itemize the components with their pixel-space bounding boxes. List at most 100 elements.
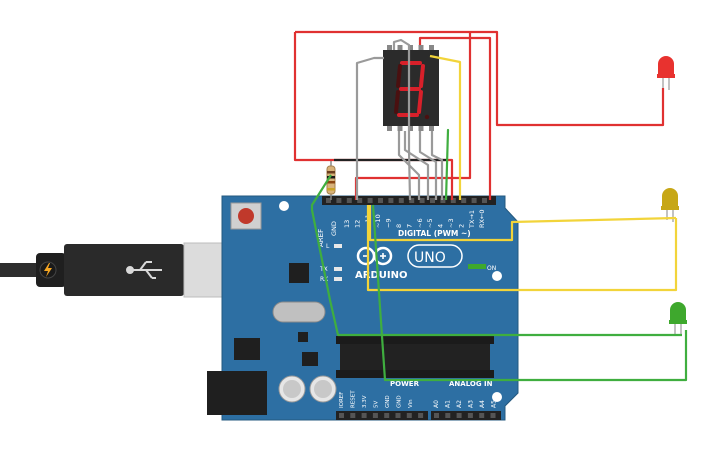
pin-hole[interactable] — [361, 413, 367, 418]
led-red[interactable] — [657, 56, 675, 90]
pin-hole[interactable] — [350, 413, 356, 418]
mounting-hole — [279, 201, 289, 211]
wire-yellow[interactable] — [368, 205, 677, 242]
leds-layer — [657, 56, 687, 336]
pin-hole[interactable] — [445, 413, 451, 418]
analog-pin-label: A0 — [433, 400, 440, 408]
display-pin[interactable] — [387, 126, 392, 131]
power-jack[interactable] — [207, 371, 267, 415]
pin-hole[interactable] — [419, 198, 425, 203]
wire-gray[interactable] — [397, 131, 421, 200]
pin-hole[interactable] — [336, 198, 342, 203]
pin-hole[interactable] — [482, 198, 487, 203]
digital-pin-label: RX←0 — [478, 209, 486, 228]
wire-gray[interactable] — [430, 131, 444, 200]
wire-green[interactable] — [444, 128, 450, 201]
pin-hole[interactable] — [430, 198, 435, 203]
pin-hole[interactable] — [339, 413, 344, 418]
pin-hole[interactable] — [398, 198, 404, 203]
analog-pin-label: A1 — [445, 400, 452, 408]
uno-badge — [407, 244, 463, 268]
resistor[interactable] — [326, 160, 336, 200]
model-text: UNO — [414, 250, 446, 266]
pin-hole[interactable] — [479, 413, 485, 418]
pin-hole[interactable] — [357, 198, 363, 203]
led-base — [657, 74, 675, 78]
led-dome — [662, 188, 678, 206]
usb-cable[interactable] — [0, 242, 245, 298]
small-chip — [302, 352, 318, 366]
pin-hole[interactable] — [418, 413, 424, 418]
display-pin[interactable] — [429, 45, 434, 50]
crystal-oscillator — [272, 301, 326, 323]
seven-segment-display[interactable] — [383, 45, 439, 131]
wire-gray[interactable] — [392, 38, 412, 201]
wire-yellow[interactable] — [429, 54, 462, 200]
wire-green[interactable] — [371, 204, 688, 382]
lightning-icon[interactable] — [39, 261, 57, 279]
analog-pin-label: A4 — [479, 400, 486, 408]
display-pin[interactable] — [397, 126, 403, 131]
display-pin[interactable] — [418, 126, 424, 131]
wire-yellow[interactable] — [366, 205, 678, 292]
segment-c — [417, 90, 423, 114]
wires-layer — [293, 30, 688, 382]
pin-hole[interactable] — [384, 413, 390, 418]
power-pin-label: GND — [397, 395, 403, 408]
led-green[interactable] — [669, 302, 687, 336]
pin-hole[interactable] — [395, 413, 401, 418]
led-base — [669, 320, 687, 324]
pin-hole[interactable] — [471, 198, 477, 203]
gnd-label: GND — [330, 221, 338, 236]
brand-text: ARDUINO — [355, 270, 407, 281]
power-header[interactable] — [336, 411, 428, 420]
pin-hole[interactable] — [490, 413, 496, 418]
wire-gray[interactable] — [403, 131, 430, 200]
pin-hole[interactable] — [409, 198, 415, 203]
power-pin-label: GND — [385, 395, 391, 408]
pin-hole[interactable] — [367, 198, 373, 203]
wire-red[interactable] — [295, 30, 665, 127]
wire-gray[interactable] — [418, 131, 438, 200]
analog-header[interactable] — [431, 411, 501, 420]
display-pin[interactable] — [418, 45, 424, 50]
wire-green[interactable] — [310, 174, 682, 337]
pin-hole[interactable] — [388, 198, 394, 203]
atmega-chip — [336, 336, 494, 378]
small-chip — [298, 332, 308, 342]
pin-hole[interactable] — [326, 198, 331, 203]
rx-label: RX — [320, 276, 328, 283]
display-pin[interactable] — [387, 45, 392, 50]
display-pin[interactable] — [429, 126, 434, 131]
pin-hole[interactable] — [372, 413, 378, 418]
segment-f — [396, 64, 402, 88]
digital-pin-label: 7 — [405, 224, 413, 228]
display-pin[interactable] — [397, 45, 403, 50]
pin-hole[interactable] — [378, 198, 383, 203]
reset-button[interactable] — [230, 202, 262, 230]
pin-hole[interactable] — [467, 413, 473, 418]
pin-hole[interactable] — [434, 413, 439, 418]
led-yellow[interactable] — [661, 188, 679, 222]
digital-header-label: DIGITAL (PWM ~) — [398, 229, 471, 238]
aref-label: AREF — [317, 229, 325, 247]
pin-hole[interactable] — [461, 198, 467, 203]
digital-pin-label: ~5 — [426, 218, 434, 228]
voltage-regulator — [234, 338, 260, 360]
pin-hole[interactable] — [450, 198, 456, 203]
power-pin-label: 5V — [374, 401, 380, 408]
pin-hole[interactable] — [456, 413, 462, 418]
digital-header[interactable] — [322, 196, 496, 205]
wire-red[interactable] — [418, 36, 492, 200]
pin-hole[interactable] — [406, 413, 412, 418]
pin-hole[interactable] — [346, 198, 352, 203]
display-pin[interactable] — [408, 126, 413, 131]
wire-gray[interactable] — [355, 56, 384, 200]
display-pin[interactable] — [408, 45, 413, 50]
display-pins — [387, 45, 434, 131]
power-pin-label: Vin — [408, 399, 414, 408]
pin-hole[interactable] — [440, 198, 446, 203]
arduino-logo: ARDUINO — [355, 246, 407, 281]
